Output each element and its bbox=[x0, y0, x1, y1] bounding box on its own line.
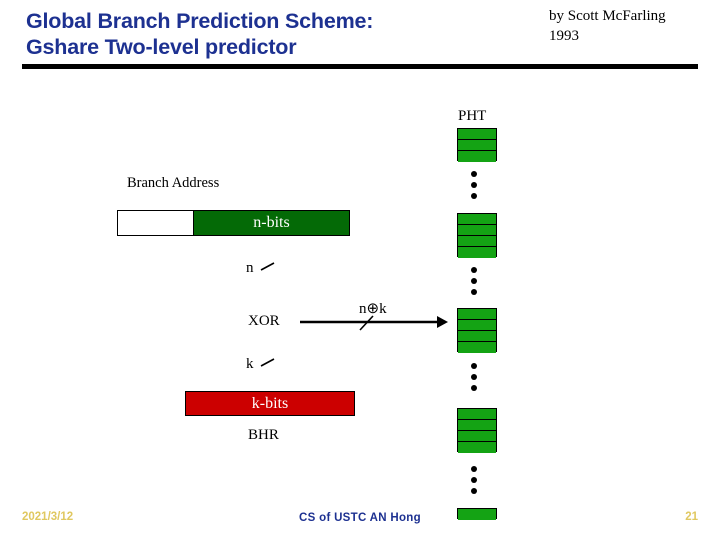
n-bus-slash-icon bbox=[260, 262, 276, 272]
pht-entry-row bbox=[458, 151, 496, 162]
pht-entry-block bbox=[457, 213, 497, 258]
xor-output-width-label: n⊕k bbox=[359, 301, 387, 317]
slide-header: Global Branch Prediction Scheme: Gshare … bbox=[0, 0, 720, 72]
branch-history-register: k-bits bbox=[185, 391, 355, 416]
pht-entry-block bbox=[457, 308, 497, 353]
pht-entry-block bbox=[457, 128, 497, 162]
ellipsis-dot bbox=[471, 488, 477, 494]
xor-output-slash-icon bbox=[358, 314, 378, 332]
page-title-line-1: Global Branch Prediction Scheme: bbox=[26, 9, 374, 33]
pht-ellipsis-icon bbox=[471, 363, 481, 391]
ellipsis-dot bbox=[471, 477, 477, 483]
pht-entry-row bbox=[458, 309, 496, 320]
footer-date: 2021/3/12 bbox=[22, 511, 74, 523]
pht-entry-row bbox=[458, 509, 496, 520]
pht-entry-row bbox=[458, 140, 496, 151]
xor-gate-label: XOR bbox=[248, 313, 280, 329]
ellipsis-dot bbox=[471, 182, 477, 188]
footer-page-number: 21 bbox=[685, 511, 698, 523]
ellipsis-dot bbox=[471, 193, 477, 199]
ellipsis-dot bbox=[471, 363, 477, 369]
pht-entry-row bbox=[458, 342, 496, 353]
pht-table-label: PHT bbox=[458, 108, 487, 124]
pht-entry-block bbox=[457, 408, 497, 453]
pht-entry-row bbox=[458, 236, 496, 247]
n-bus-width-label: n bbox=[246, 260, 254, 276]
pht-entry-row bbox=[458, 320, 496, 331]
ellipsis-dot bbox=[471, 466, 477, 472]
author-year: 1993 bbox=[549, 28, 579, 44]
ellipsis-dot bbox=[471, 267, 477, 273]
pht-entry-row bbox=[458, 420, 496, 431]
ellipsis-dot bbox=[471, 171, 477, 177]
pht-entry-row bbox=[458, 214, 496, 225]
pht-entry-row bbox=[458, 431, 496, 442]
bhr-label: BHR bbox=[248, 427, 279, 443]
pht-entry-row bbox=[458, 129, 496, 140]
footer-center-text: CS of USTC AN Hong bbox=[299, 512, 421, 524]
pht-entry-row bbox=[458, 331, 496, 342]
branch-address-unused-segment bbox=[118, 211, 194, 235]
pht-ellipsis-icon bbox=[471, 171, 481, 199]
page-title-line-2: Gshare Two-level predictor bbox=[26, 35, 297, 59]
k-bus-width-label: k bbox=[246, 356, 254, 372]
author-name: by Scott McFarling bbox=[549, 8, 666, 24]
branch-address-nbits-segment: n-bits bbox=[194, 211, 349, 235]
pht-ellipsis-icon bbox=[471, 267, 481, 295]
pht-entry-row bbox=[458, 409, 496, 420]
branch-address-register: n-bits bbox=[117, 210, 350, 236]
pht-entry-block bbox=[457, 508, 497, 520]
author-credit: by Scott McFarling 1993 bbox=[549, 6, 720, 46]
pht-ellipsis-icon bbox=[471, 466, 481, 494]
ellipsis-dot bbox=[471, 289, 477, 295]
page-title: Global Branch Prediction Scheme: Gshare … bbox=[26, 8, 526, 60]
pht-entry-row bbox=[458, 442, 496, 453]
k-bus-slash-icon bbox=[260, 358, 276, 368]
ellipsis-dot bbox=[471, 385, 477, 391]
pht-entry-row bbox=[458, 225, 496, 236]
branch-address-label: Branch Address bbox=[127, 175, 220, 191]
pht-entry-row bbox=[458, 247, 496, 258]
ellipsis-dot bbox=[471, 374, 477, 380]
header-divider-rule bbox=[22, 64, 698, 69]
ellipsis-dot bbox=[471, 278, 477, 284]
